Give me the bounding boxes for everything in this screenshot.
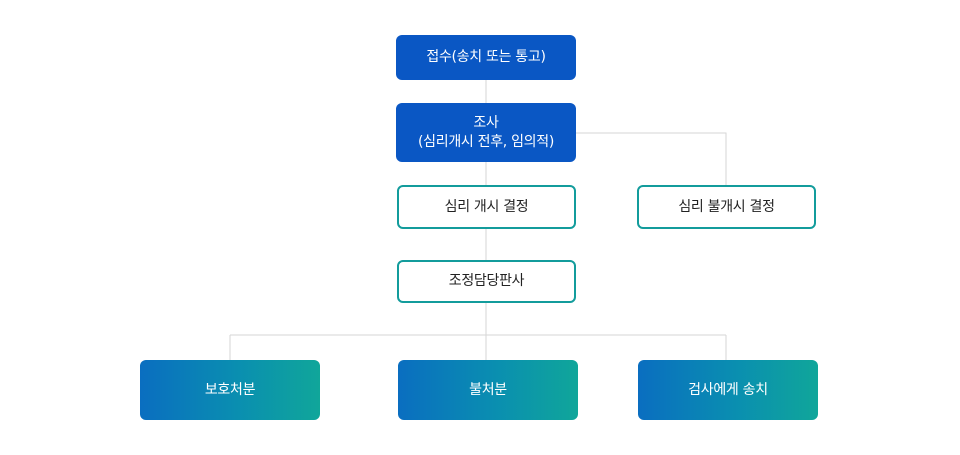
node-mediation-judge: 조정담당판사 [397,260,576,303]
node-hearing-no-start: 심리 불개시 결정 [637,185,816,229]
node-protective-disposition: 보호처분 [140,360,320,420]
node-protective-disposition-label: 보호처분 [204,381,256,398]
node-mediation-judge-label: 조정담당판사 [448,273,525,289]
node-hearing-start: 심리 개시 결정 [397,185,576,229]
node-hearing-start-label: 심리 개시 결정 [444,198,529,215]
node-send-to-prosecutor-label: 검사에게 송치 [688,381,768,398]
node-receipt: 접수(송치 또는 통고) [396,35,576,80]
node-no-disposition: 불처분 [398,360,578,420]
connector-investigation-hearing-no-start [576,132,727,185]
node-send-to-prosecutor: 검사에게 송치 [638,360,818,420]
node-hearing-no-start-label: 심리 불개시 결정 [678,198,775,215]
node-investigation: 조사 (심리개시 전후, 임의적) [396,103,576,162]
node-no-disposition-label: 불처분 [469,381,507,398]
node-receipt-label: 접수(송치 또는 통고) [426,49,546,65]
node-investigation-line2: (심리개시 전후, 임의적) [418,133,554,150]
node-investigation-line1: 조사 [473,114,499,131]
